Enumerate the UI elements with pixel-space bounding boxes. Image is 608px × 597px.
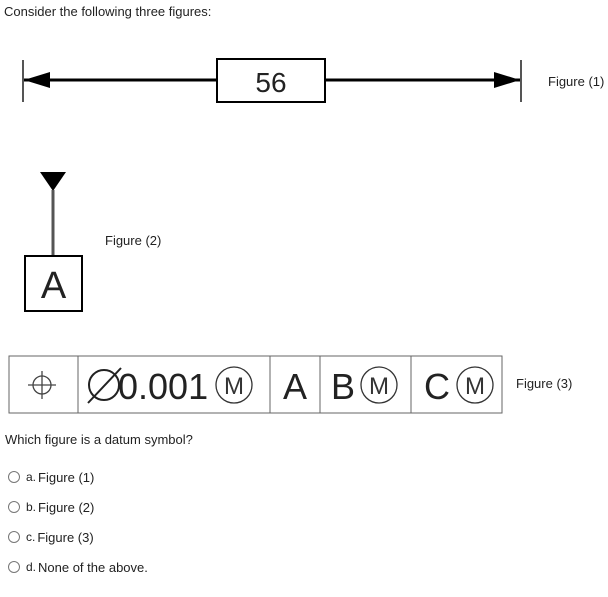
option-text: None of the above. [38,559,148,575]
datum-letter: A [41,265,67,307]
option-b[interactable]: b. Figure (2) [8,492,148,522]
mmc-modifier-icon: M [360,366,398,404]
datum-triangle [40,172,66,191]
svg-text:M: M [465,373,485,400]
option-d[interactable]: d. None of the above. [8,552,148,582]
radio-button[interactable] [8,561,20,573]
diameter-symbol-icon [87,367,122,404]
dimension-value: 56 [255,67,286,98]
option-letter: c. [26,530,36,544]
intro-text: Consider the following three figures: [4,4,212,19]
radio-button[interactable] [8,531,20,543]
option-text: Figure (2) [38,499,95,515]
figure-1-dimension: 56 [22,58,522,103]
option-c[interactable]: c. Figure (3) [8,522,148,552]
option-text: Figure (1) [38,469,95,485]
option-letter: b. [26,500,37,514]
option-letter: d. [26,560,37,574]
svg-text:M: M [224,373,244,400]
radio-button[interactable] [8,501,20,513]
datum-box [24,255,83,312]
arrowhead-right [494,72,520,88]
tolerance-value: 0.001 [118,366,208,407]
figure-2-datum-symbol: A [24,172,83,312]
position-symbol-icon [28,371,56,399]
arrowhead-left [24,72,50,88]
svg-text:M: M [369,373,389,400]
figure-3-feature-control-frame: 0.001 M A B M C M [8,355,503,414]
figure-1-label: Figure (1) [548,74,604,89]
mmc-modifier-icon: M [215,366,253,404]
figures-canvas: 56 Figure (1) A Figure (2) 0.001 M [8,58,604,414]
fcf-frame [8,355,503,414]
radio-button[interactable] [8,471,20,483]
answer-options: a. Figure (1) b. Figure (2) c. Figure (3… [8,462,148,582]
datum-b: B [331,366,355,407]
option-letter: a. [26,470,37,484]
option-a[interactable]: a. Figure (1) [8,462,148,492]
mmc-modifier-icon: M [456,366,494,404]
datum-c: C [424,366,450,407]
dimension-box [216,58,326,103]
figure-2-label: Figure (2) [105,233,161,248]
datum-a: A [283,366,307,407]
option-text: Figure (3) [37,529,94,545]
figure-3-label: Figure (3) [516,376,572,391]
question-text: Which figure is a datum symbol? [5,432,193,447]
